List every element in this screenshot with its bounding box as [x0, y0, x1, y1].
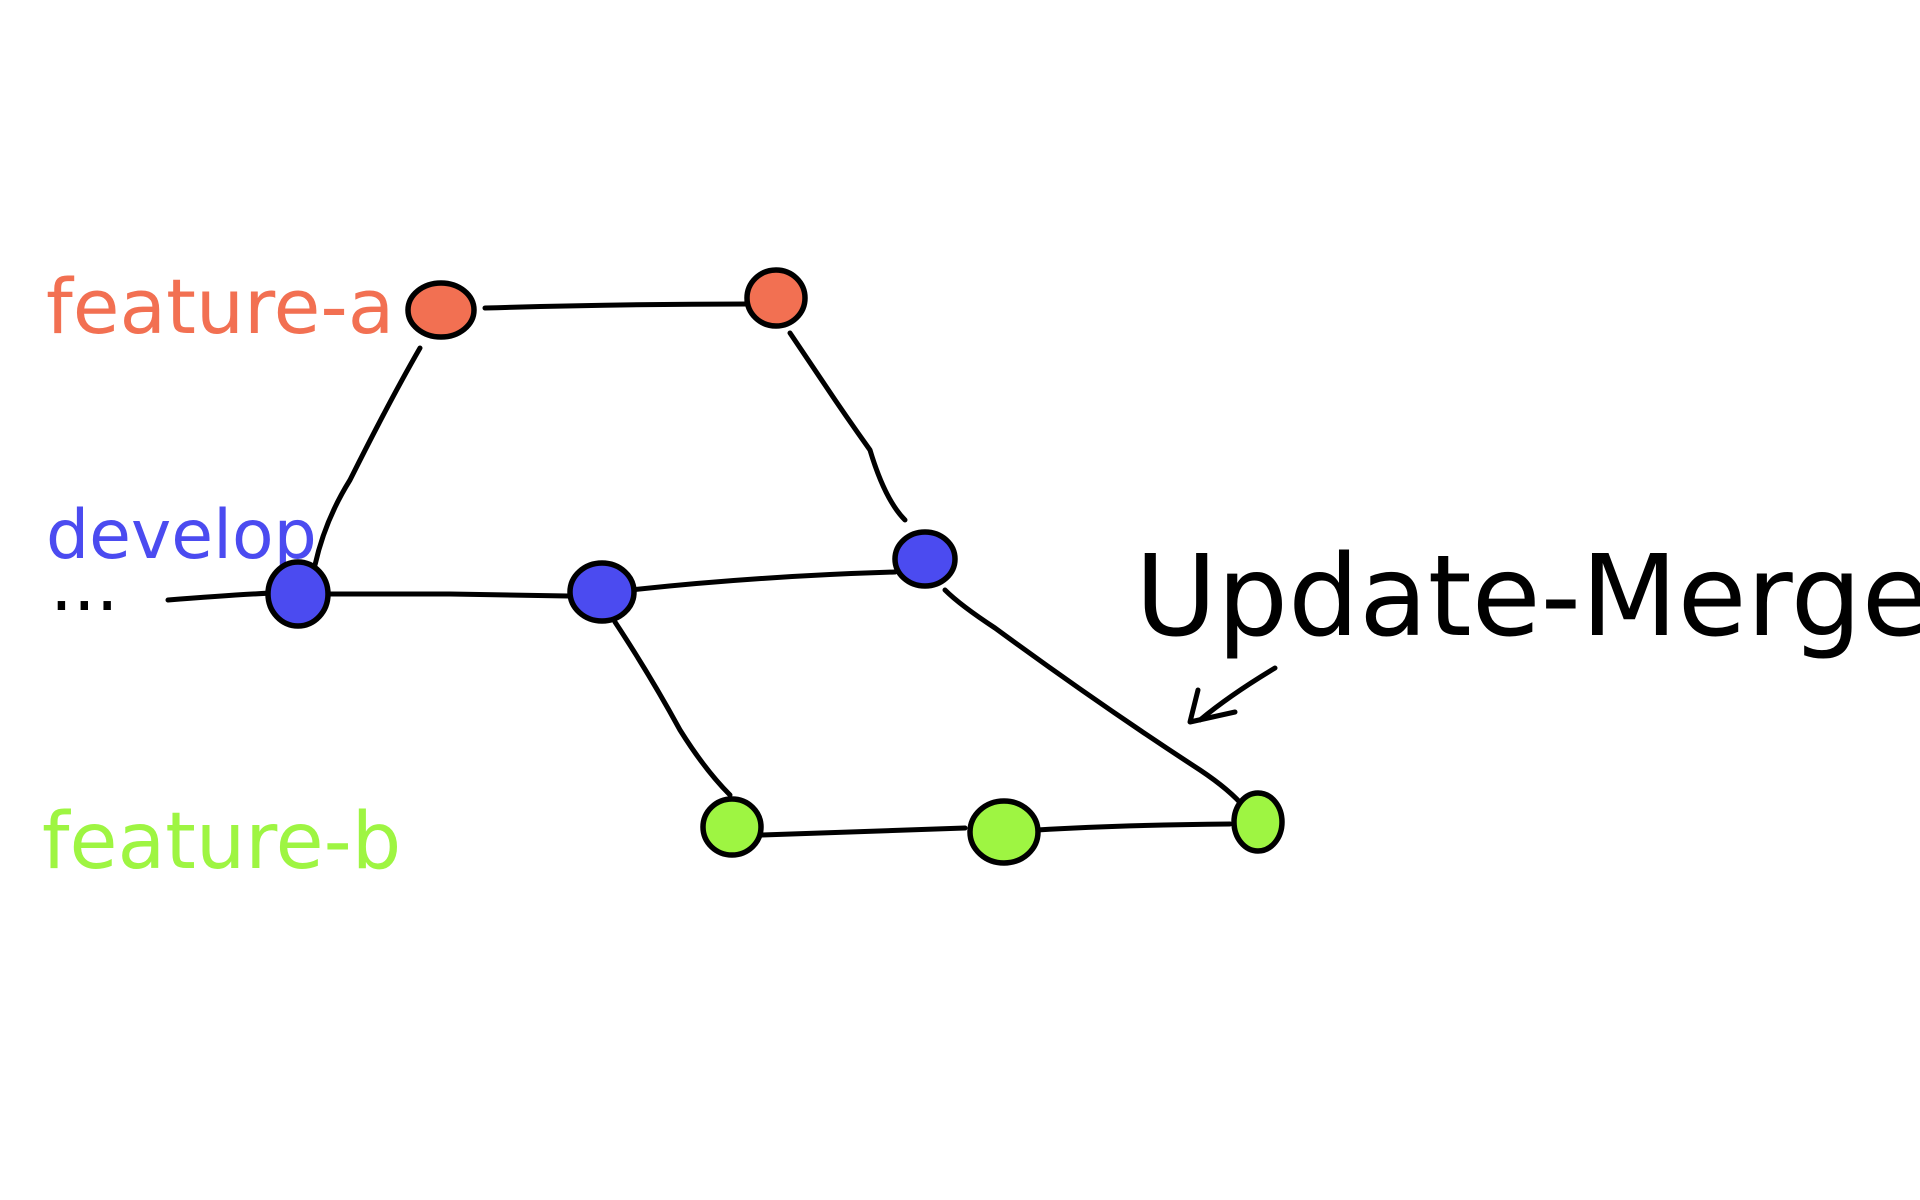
edge-develop-incoming	[165, 590, 275, 603]
commit-node	[1231, 790, 1285, 854]
branch-label-feature-b: feature-b	[42, 797, 401, 887]
edge-develop-1-2	[322, 591, 571, 599]
commit-node	[700, 796, 764, 858]
commit-node	[265, 559, 331, 629]
branch-label-develop: develop	[46, 496, 317, 575]
commits	[265, 267, 1285, 866]
commit-node	[744, 267, 808, 329]
commit-node	[405, 280, 477, 340]
arrow-icon	[1187, 665, 1278, 725]
branch-label-feature-a: feature-a	[46, 262, 394, 351]
commit-node	[567, 560, 637, 624]
edge-feature-b-2-3	[1034, 821, 1233, 833]
edge-feature-b-1-2	[759, 825, 968, 838]
edge-develop-3-to-feature-b-3	[942, 587, 1248, 811]
edge-feature-a-2-to-develop-3	[787, 330, 908, 523]
history-continuation: ...	[50, 543, 119, 627]
commit-node	[967, 798, 1041, 866]
edge-feature-a-1-2	[482, 301, 751, 311]
edge-develop-2-to-feature-b-1	[612, 619, 733, 798]
annotation-update-merge: Update-Merge	[1135, 532, 1920, 662]
edge-develop-2-3	[627, 569, 898, 593]
edges	[165, 301, 1248, 838]
commit-node	[892, 529, 958, 589]
edge-develop-1-to-feature-a-1	[312, 345, 423, 568]
